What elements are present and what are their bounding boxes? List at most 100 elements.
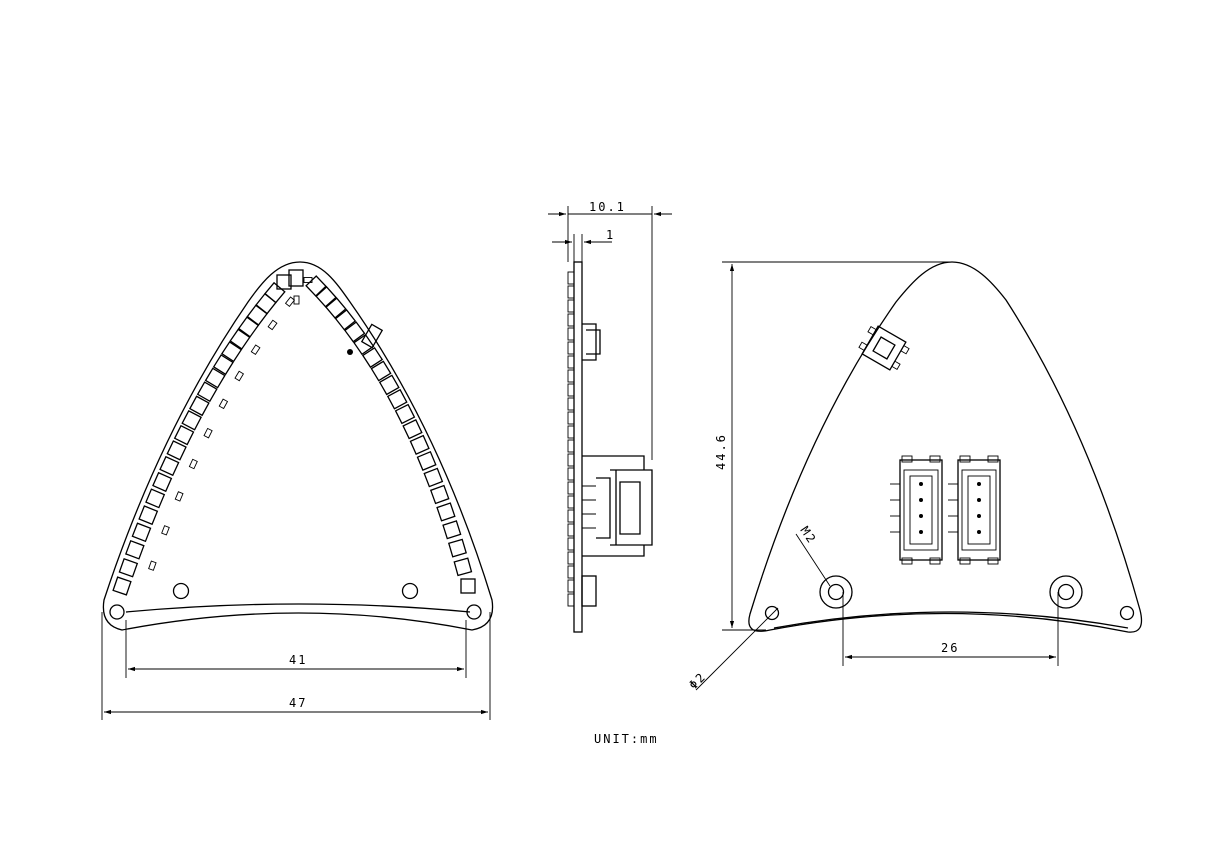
capacitor (174, 491, 184, 502)
side-led (567, 467, 575, 481)
back-bottom-edge (773, 611, 1129, 629)
dim-side-board: 1 (552, 228, 615, 262)
front-bottom-edge (125, 603, 471, 613)
front-corner-hole-left (109, 604, 125, 620)
side-led (567, 327, 575, 341)
side-led (567, 397, 575, 411)
side-connector (582, 455, 653, 557)
dim-41-text: 41 (289, 653, 307, 667)
led (246, 304, 268, 326)
led (436, 502, 456, 522)
led (315, 286, 337, 308)
back-tact-switch (858, 325, 910, 371)
dim-47-text: 47 (289, 696, 307, 710)
capacitor (148, 560, 157, 571)
front-hole-right (401, 582, 419, 600)
back-corner-hole-right (1119, 605, 1135, 621)
dim-m2-text: M2 (798, 524, 820, 547)
side-view: 10.1 1 (548, 200, 672, 633)
side-led (567, 411, 575, 425)
led (402, 419, 423, 440)
front-hole-left (172, 582, 190, 600)
connector-tab (987, 455, 999, 463)
capacitor (203, 427, 213, 439)
front-corner-hole-right (466, 604, 482, 620)
front-board-outline (102, 261, 494, 631)
connector-tab (929, 455, 941, 463)
led (453, 557, 473, 577)
led (229, 328, 251, 350)
side-led (567, 439, 575, 453)
led (325, 297, 347, 319)
back-view: 44.6 26 Φ2 M2 (686, 261, 1143, 692)
side-led-strip (567, 271, 575, 607)
connector-pin (977, 498, 981, 502)
connector-pin (977, 482, 981, 486)
side-led (567, 523, 575, 537)
led (429, 484, 450, 505)
connector-inner (961, 469, 997, 551)
led (353, 333, 375, 356)
dim-10-1-text: 10.1 (589, 200, 626, 214)
back-connector-right (948, 455, 1001, 565)
connector-pin (977, 530, 981, 534)
side-led (567, 425, 575, 439)
connector-pin (919, 482, 923, 486)
side-led (567, 369, 575, 383)
dim-44-6-text: 44.6 (714, 433, 728, 470)
led (196, 381, 218, 403)
unit-label: UNIT:mm (594, 732, 659, 746)
led (378, 374, 400, 396)
led (423, 467, 444, 488)
led (159, 455, 180, 477)
led (145, 488, 166, 509)
back-screw-boss-left-inner (827, 583, 845, 601)
side-bottom-part (581, 575, 597, 607)
led (334, 309, 357, 331)
dim-front-outer-width: 47 (101, 612, 491, 720)
dim-phi2-text: Φ2 (686, 669, 709, 692)
dim-back-hole-spacing: 26 (842, 592, 1059, 666)
led (394, 403, 416, 425)
connector-housing (957, 459, 1001, 561)
front-side-switch (360, 323, 384, 349)
connector-socket (967, 475, 991, 545)
side-board (573, 261, 583, 633)
led (125, 539, 145, 560)
dim-back-height: 44.6 (714, 261, 952, 631)
led (166, 440, 187, 461)
led (442, 520, 462, 540)
dim-1-text: 1 (606, 228, 615, 242)
led (181, 409, 202, 431)
led (264, 281, 286, 304)
back-connector-left (890, 455, 943, 565)
led (118, 557, 139, 578)
side-led (567, 509, 575, 523)
led (305, 275, 327, 297)
connector-pin (919, 530, 923, 534)
led (255, 292, 277, 315)
led (138, 505, 159, 526)
front-view: 41 47 (101, 261, 494, 720)
side-led (567, 495, 575, 509)
capacitor (234, 370, 245, 382)
side-led (567, 313, 575, 327)
back-screw-boss-right-inner (1057, 583, 1075, 601)
connector-tab (901, 455, 913, 463)
capacitor (188, 458, 198, 470)
led (131, 522, 152, 543)
side-led (567, 383, 575, 397)
led (276, 274, 292, 290)
led (416, 450, 437, 471)
led (220, 341, 243, 363)
led (204, 367, 226, 389)
side-led (567, 271, 575, 285)
led (173, 424, 195, 446)
side-led (567, 341, 575, 355)
side-led (567, 481, 575, 495)
side-led (567, 551, 575, 565)
connector-socket (909, 475, 933, 545)
connector-inner (903, 469, 939, 551)
capacitor (218, 398, 229, 410)
